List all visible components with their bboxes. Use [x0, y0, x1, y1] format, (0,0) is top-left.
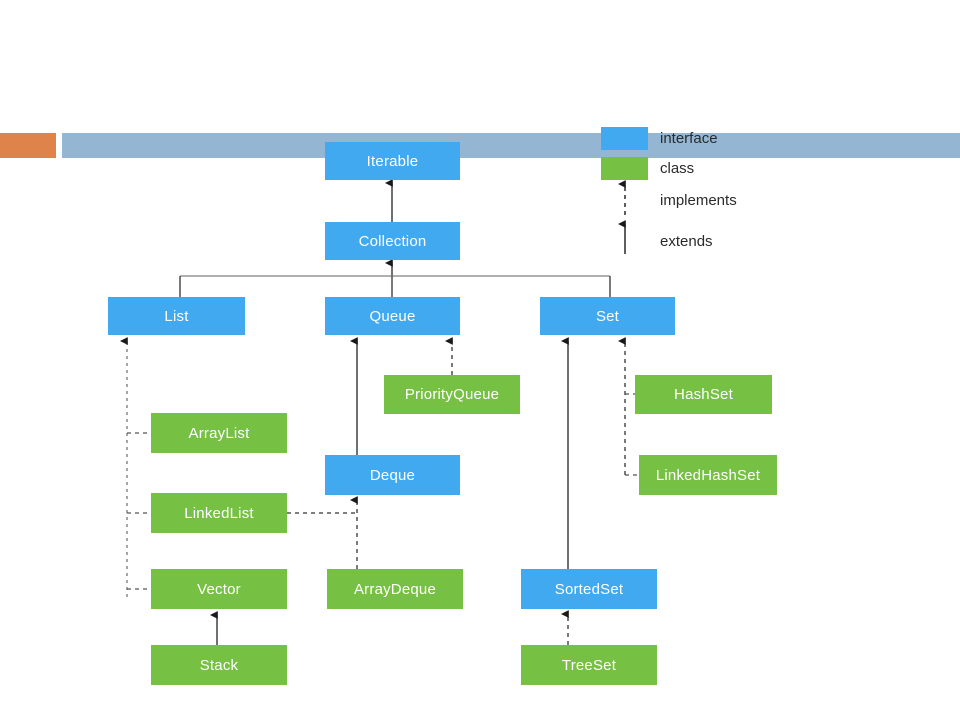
node-hashset[interactable]: HashSet: [635, 375, 772, 414]
node-linkedhashset[interactable]: LinkedHashSet: [639, 455, 777, 495]
legend-label-extends: extends: [660, 233, 713, 250]
node-sortedset[interactable]: SortedSet: [521, 569, 657, 609]
node-arraydeque[interactable]: ArrayDeque: [327, 569, 463, 609]
legend-swatch-class: [601, 157, 648, 180]
node-vector[interactable]: Vector: [151, 569, 287, 609]
node-deque[interactable]: Deque: [325, 455, 460, 495]
node-collection[interactable]: Collection: [325, 222, 460, 260]
legend-label-interface: interface: [660, 130, 718, 147]
node-iterable[interactable]: Iterable: [325, 142, 460, 180]
legend-label-implements: implements: [660, 192, 737, 209]
legend-swatch-interface: [601, 127, 648, 150]
node-treeset[interactable]: TreeSet: [521, 645, 657, 685]
node-stack[interactable]: Stack: [151, 645, 287, 685]
node-queue[interactable]: Queue: [325, 297, 460, 335]
node-priorityqueue[interactable]: PriorityQueue: [384, 375, 520, 414]
banner-accent-block: [0, 133, 56, 158]
node-list[interactable]: List: [108, 297, 245, 335]
banner-bar: [62, 133, 960, 158]
node-set[interactable]: Set: [540, 297, 675, 335]
legend-label-class: class: [660, 160, 695, 177]
node-linkedlist[interactable]: LinkedList: [151, 493, 287, 533]
node-arraylist[interactable]: ArrayList: [151, 413, 287, 453]
